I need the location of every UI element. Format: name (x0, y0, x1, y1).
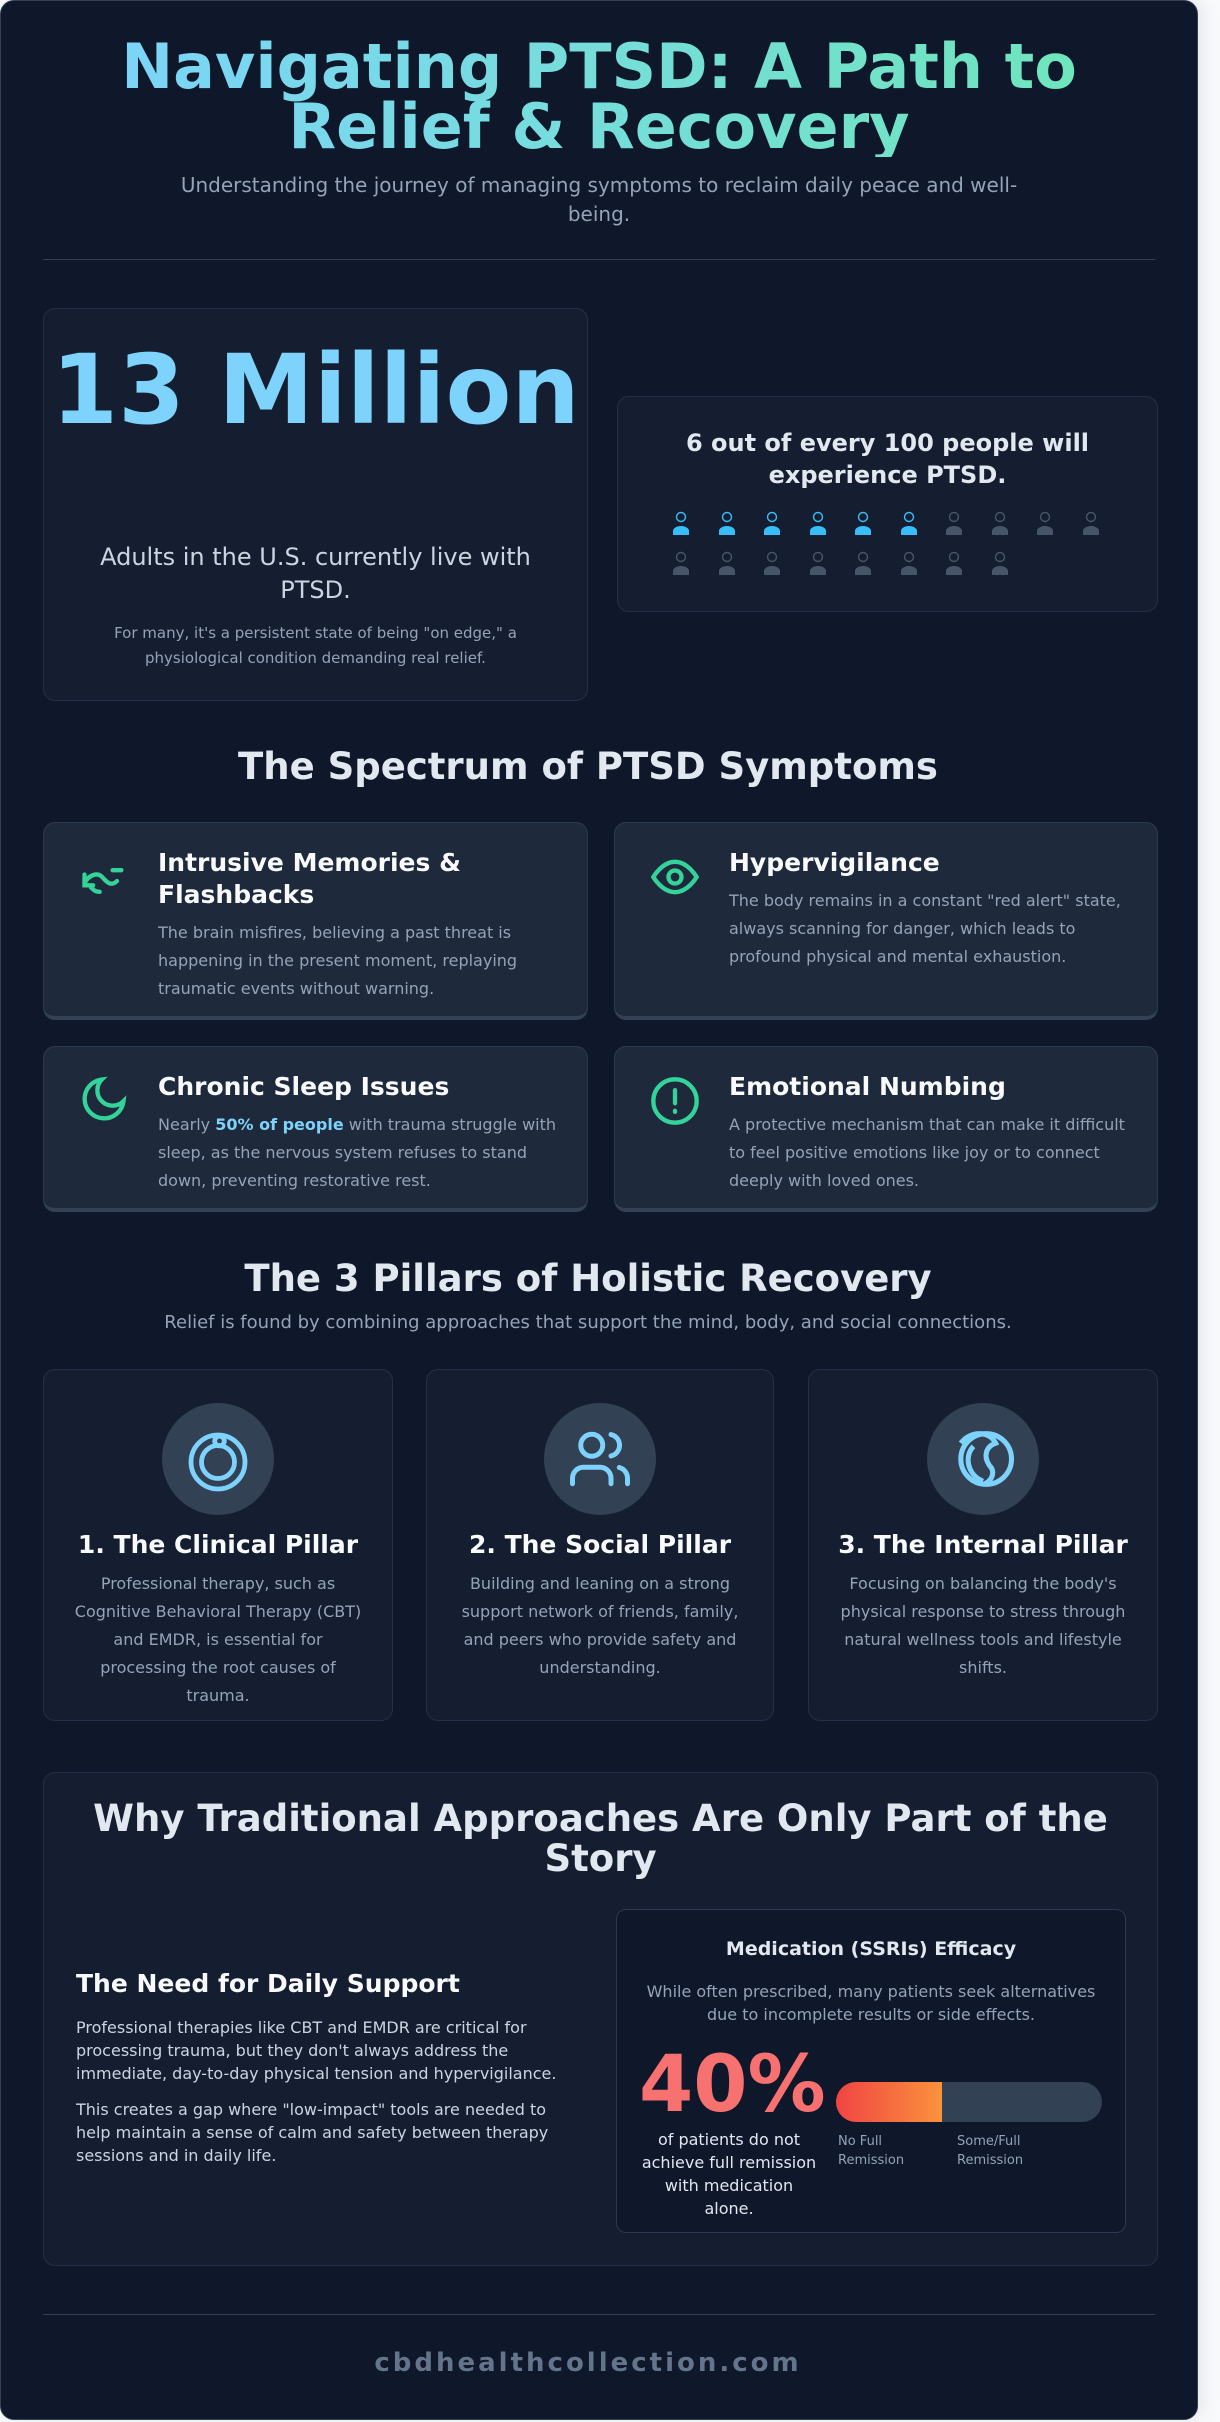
person-icon (672, 551, 690, 575)
person-icon (945, 511, 963, 535)
label-some-remission: Some/Full Remission (957, 2134, 1024, 2168)
pillar-desc: Focusing on balancing the body's physica… (840, 1574, 1126, 1677)
person-icon (718, 511, 736, 535)
person-icon (854, 511, 872, 535)
desc-highlight: 50% of people (215, 1115, 344, 1134)
person-icon (809, 511, 827, 535)
symptom-desc: A protective mechanism that can make it … (729, 1115, 1125, 1190)
person-icon (809, 551, 827, 575)
symptom-card-flashbacks: Intrusive Memories & Flashbacks The brai… (43, 822, 588, 1020)
symptom-title: Intrusive Memories & Flashbacks (158, 848, 461, 909)
big-number: 13 Million (51, 334, 580, 446)
eye-icon (650, 859, 700, 895)
people-grid (618, 397, 1157, 611)
person-icon (718, 551, 736, 575)
symptoms-heading: The Spectrum of PTSD Symptoms (238, 745, 938, 788)
footer-site: cbdhealthcollection.com (374, 2348, 802, 2378)
pillars-subtitle: Relief is found by combining approaches … (164, 1312, 1012, 1333)
medication-desc: While often prescribed, many patients se… (646, 1982, 1096, 2024)
support-para-2: This creates a gap where "low-impact" to… (76, 2100, 549, 2165)
person-icon (991, 551, 1009, 575)
remission-bar-fill (836, 2082, 943, 2122)
page-subtitle: Understanding the journey of managing sy… (180, 173, 1018, 226)
pillar-card-internal: 3. The Internal Pillar Focusing on balan… (808, 1369, 1158, 1721)
desc-text: with trauma struggle with sleep, as the … (158, 1115, 557, 1190)
moon-icon (82, 1076, 127, 1121)
percent-value: 40% (639, 2040, 826, 2130)
symptom-desc: Nearly 50% of people with trauma struggl… (158, 1111, 561, 1195)
pillar-title: 2. The Social Pillar (468, 1530, 732, 1559)
pillar-desc: Professional therapy, such as Cognitive … (74, 1574, 362, 1705)
clinical-icon (188, 1432, 248, 1492)
symptom-title: Hypervigilance (729, 848, 940, 877)
symptom-title: Chronic Sleep Issues (158, 1072, 450, 1101)
pillar-desc: Building and leaning on a strong support… (461, 1574, 739, 1677)
person-icon (763, 511, 781, 535)
ratio-card: 6 out of every 100 people will experienc… (617, 396, 1158, 612)
symptom-title: Emotional Numbing (729, 1072, 1006, 1101)
balance-icon (958, 1431, 1015, 1487)
symptom-card-sleep: Chronic Sleep Issues Nearly 50% of peopl… (43, 1046, 588, 1212)
stat-card-13-million: 13 Million Adults in the U.S. currently … (43, 308, 588, 701)
person-icon (1036, 511, 1054, 535)
desc-text: Nearly (158, 1115, 216, 1134)
pillar-card-clinical: 1. The Clinical Pillar Professional ther… (43, 1369, 393, 1721)
percent-desc: of patients do not achieve full remissio… (641, 2130, 817, 2218)
pillars-heading: The 3 Pillars of Holistic Recovery (244, 1257, 932, 1300)
remission-bar (836, 2082, 1102, 2122)
big-label: Adults in the U.S. currently live with P… (100, 543, 531, 604)
symptom-card-numbing: Emotional Numbing A protective mechanism… (614, 1046, 1158, 1212)
symptom-desc: The brain misfires, believing a past thr… (158, 923, 518, 998)
page-title: Navigating PTSD: A Path to Relief & Reco… (41, 36, 1157, 158)
label-no-remission: No Full Remission (838, 2134, 905, 2168)
alert-circle-icon (651, 1077, 699, 1125)
pillar-title: 3. The Internal Pillar (838, 1530, 1128, 1559)
medication-title: Medication (SSRIs) Efficacy (725, 1938, 1017, 1960)
person-icon (672, 511, 690, 535)
symptom-card-hypervigilance: Hypervigilance The body remains in a con… (614, 822, 1158, 1020)
person-icon (991, 511, 1009, 535)
pillar-card-social: 2. The Social Pillar Building and leanin… (426, 1369, 774, 1721)
ratio-title: 6 out of every 100 people will experienc… (685, 429, 1090, 489)
divider (43, 259, 1155, 260)
support-para-1: Professional therapies like CBT and EMDR… (76, 2018, 557, 2083)
symptom-desc: The body remains in a constant "red aler… (729, 891, 1121, 966)
why-heading: Why Traditional Approaches Are Only Part… (93, 1797, 1108, 1880)
person-icon (854, 551, 872, 575)
support-title: The Need for Daily Support (76, 1969, 460, 1998)
pillar-icon-circle (927, 1403, 1039, 1515)
flashback-arrows-icon (82, 868, 124, 894)
person-icon (763, 551, 781, 575)
person-icon (945, 551, 963, 575)
person-icon (900, 551, 918, 575)
footer-divider (43, 2314, 1155, 2315)
pillar-icon-circle (162, 1403, 274, 1515)
big-note: For many, it's a persistent state of bei… (114, 624, 517, 667)
pillar-icon-circle (544, 1403, 656, 1515)
pillar-title: 1. The Clinical Pillar (77, 1530, 359, 1559)
medication-card: Medication (SSRIs) Efficacy While often … (616, 1909, 1126, 2233)
users-icon (570, 1431, 630, 1487)
person-icon (1082, 511, 1100, 535)
why-card: Why Traditional Approaches Are Only Part… (43, 1772, 1158, 2266)
person-icon (900, 511, 918, 535)
